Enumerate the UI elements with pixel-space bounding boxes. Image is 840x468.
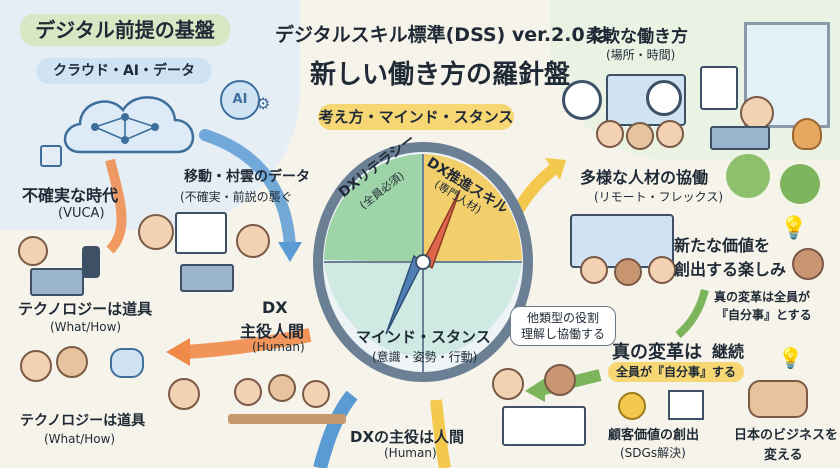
- tree-icon: [726, 154, 770, 198]
- title-line2: 新しい働き方の羅針盤: [310, 60, 571, 90]
- team-icon: [580, 256, 680, 286]
- clock-icon: [646, 80, 682, 116]
- customer-value-line1: 顧客価値の創出: [608, 428, 700, 443]
- dx-main-left-sub: (Human): [252, 340, 305, 354]
- foundation-heading: デジタル前提の基盤: [20, 14, 230, 46]
- true-change-heading: 真の変革は: [612, 342, 702, 363]
- presenter-icon: [138, 214, 174, 250]
- new-value-line1: 新たな価値を: [674, 236, 771, 255]
- flexible-sub: (場所・時間): [606, 48, 676, 62]
- person-icon: [792, 248, 824, 280]
- meeting-icon: [228, 372, 348, 432]
- dx-main-left-line2: 主役人間: [240, 322, 305, 341]
- data-flow-heading: 移動・村雲のデータ: [184, 169, 310, 185]
- award-medal-icon: [618, 392, 646, 420]
- tech-tool-1-sub: (What/How): [50, 320, 122, 334]
- mindset-banner: 考え方・マインド・スタンス: [318, 104, 514, 130]
- true-change-note-line2: 『自分事』とする: [716, 308, 812, 322]
- tree-icon: [780, 164, 820, 204]
- customer-value-line2: (SDGs解決): [620, 446, 686, 460]
- cloud-network-icon: [63, 96, 195, 154]
- ai-head-icon: AI: [220, 80, 260, 120]
- growth-chart-icon: [668, 390, 704, 420]
- true-change-note-line1: 真の変革は全員が: [714, 290, 811, 304]
- person-icon: [236, 224, 270, 258]
- diverse-heading: 多様な人材の協働: [580, 168, 709, 187]
- chip-icon: [40, 145, 62, 167]
- team-icon: [56, 346, 88, 378]
- true-change-continue: 継続: [712, 342, 745, 361]
- brain-icon: [110, 348, 144, 378]
- gear-icon: ⚙: [256, 94, 271, 113]
- data-flow-sub: (不確実・前説の襲ぐ: [180, 190, 293, 204]
- lightbulb-icon: 💡: [780, 216, 808, 241]
- team-icon: [596, 120, 686, 154]
- handshake-icon: [748, 380, 808, 418]
- screen-icon: [175, 212, 227, 254]
- vuca-heading: 不確実な時代: [22, 186, 119, 205]
- vuca-sub: (VUCA): [58, 206, 105, 221]
- flexible-heading: 柔軟な働き方: [586, 27, 688, 47]
- dx-main-bottom-label: DXの主役は人間: [350, 428, 465, 446]
- calendar-icon: [700, 66, 738, 110]
- clock-icon: [562, 80, 602, 120]
- tech-tool-2-sub: (What/How): [44, 432, 116, 446]
- remote-worker-icon: [740, 96, 774, 130]
- laptop-icon: [180, 264, 234, 292]
- ai-badge: AI: [232, 92, 248, 107]
- japan-business-line2: 変える: [764, 448, 803, 463]
- laptop-icon: [710, 126, 770, 150]
- title-line1: デジタルスキル標準(DSS) ver.2.0 は: [275, 24, 611, 46]
- compass-mind-label: マインド・スタンス: [356, 328, 491, 346]
- collaboration-icon: [488, 362, 608, 452]
- role-bubble: 他類型の役割 理解し協働する: [510, 306, 616, 346]
- dx-main-left-line1: DX: [262, 298, 288, 317]
- foundation-sub: クラウド・AI・データ: [36, 58, 212, 84]
- role-bubble-line2: 理解し協働する: [520, 327, 605, 341]
- person-icon: [168, 378, 200, 410]
- tech-tool-1-heading: テクノロジーは道具: [18, 300, 153, 318]
- new-value-line2: 創出する楽しみ: [674, 260, 787, 279]
- tech-tool-2-heading: テクノロジーは道具: [20, 413, 146, 429]
- lightbulb-icon: 💡: [778, 346, 803, 370]
- dx-main-bottom-sub: (Human): [384, 446, 437, 460]
- diverse-sub: (リモート・フレックス): [594, 190, 724, 204]
- laptop-icon: [30, 268, 84, 296]
- compass: [313, 142, 533, 382]
- person-icon: [18, 236, 48, 266]
- true-change-sub: 全員が『自分事』する: [608, 362, 744, 382]
- role-bubble-line1: 他類型の役割: [526, 311, 599, 325]
- compass-mind-sub: (意識・姿勢・行動): [372, 350, 478, 364]
- team-icon: [20, 350, 52, 382]
- phone-icon: [82, 246, 100, 278]
- cat-icon: [792, 118, 822, 150]
- japan-business-line1: 日本のビジネスを: [734, 428, 839, 443]
